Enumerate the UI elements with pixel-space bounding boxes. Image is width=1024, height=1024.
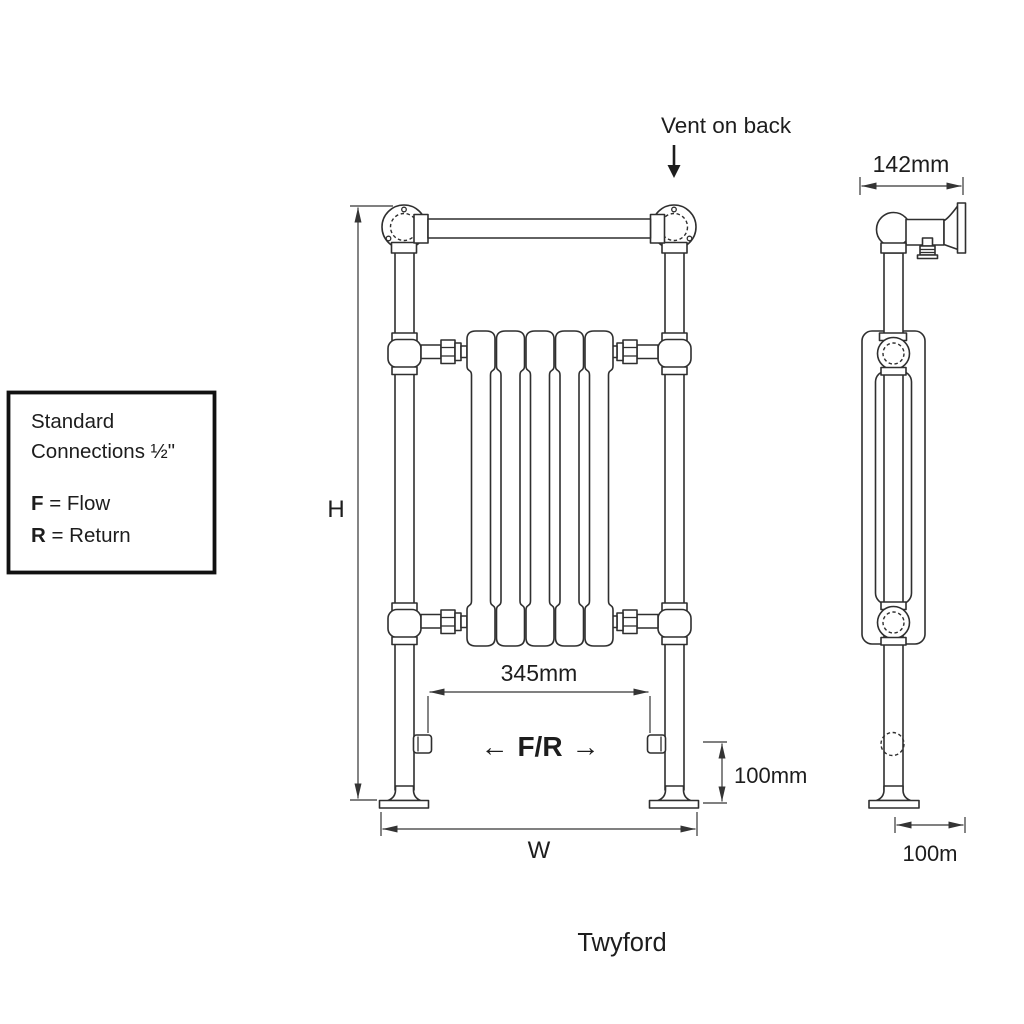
top-right-ball-joint [657,338,692,369]
radiator-column-2 [495,330,526,647]
bottom-left-union-ring [454,612,462,632]
depth-dim-label: 142mm [873,151,950,177]
front-right-flange-collar [661,241,688,254]
side-top-ball-knurl [882,342,905,365]
vent-annotation: Vent on back [661,113,792,178]
return-text: = Return [46,524,131,547]
side-foot-plate [868,799,920,809]
flange-screw-hole [686,235,693,242]
dimension-side-foot: 100m [894,817,966,866]
info-box: Standard Connections ½" F = Flow R = Ret… [6,390,217,575]
fr-label: F/R [517,731,562,762]
dimension-core-width: 345mm [427,660,651,733]
model-name: Twyford [577,929,666,957]
dimension-depth: 142mm [859,151,964,195]
top-left-collar [391,366,418,376]
top-left-stub-pipe [420,344,442,360]
flow-return-port-left [412,734,433,754]
air-vent-stem [921,237,934,247]
top-left-union-nut [440,339,456,365]
radiator-column-4 [554,330,585,647]
bottom-right-stub-pipe [636,613,659,629]
left-arrow-icon: ← [480,731,508,762]
front-view [378,204,700,809]
side-foot-flare [875,785,912,802]
radiator-column-1 [466,330,496,647]
bottom-right-union-nut [622,609,638,635]
bottom-right-union-ring [616,612,624,632]
return-key: R [31,524,46,547]
dimension-width: W [380,812,698,864]
top-right-union-nut [622,339,638,365]
side-bottom-collar [880,636,907,646]
front-right-foot-plate [648,799,700,809]
flange-screw-hole [401,206,407,213]
vent-label: Vent on back [661,113,792,138]
height-dim-label: H [327,496,344,523]
top-left-ball-joint [387,338,422,369]
bottom-right-ball-joint [657,608,692,639]
front-left-leg-pipe [394,242,415,791]
air-vent-body [919,245,936,256]
info-line-return: R = Return [31,524,131,547]
top-right-union-ring [616,342,624,362]
towel-bar-left-block [413,213,429,244]
side-view [861,202,967,809]
air-vent-base [916,254,939,260]
top-left-union-ring [460,345,468,359]
flow-text: = Flow [44,492,111,515]
width-dim-label: W [528,837,551,864]
bottom-left-stub-pipe [420,613,442,629]
side-foot-dim-label: 100m [902,841,957,866]
towel-bar-right-block [649,213,666,244]
info-box-border [6,390,217,575]
towel-bar [427,218,652,239]
connection-height-dim-label: 100mm [734,763,807,788]
flow-return-port-right [646,734,667,754]
bottom-left-union-ring [460,615,468,629]
radiator-column-5 [584,330,614,647]
side-elbow-collar [880,242,907,254]
front-left-foot-flare [387,785,422,802]
front-right-leg-pipe [664,242,685,791]
info-line-standard: Standard [31,410,114,433]
side-bottom-ball-knurl [882,611,905,634]
front-right-foot-flare [657,785,692,802]
flow-return-annotation: ← F/R → [480,731,599,762]
bottom-left-collar [391,636,418,646]
side-wall-plate [956,202,967,254]
radiator-column-3 [525,330,555,647]
dimension-connection-height: 100mm [703,741,807,804]
dimension-height: H [327,205,393,801]
side-port-hidden-circle [880,731,905,757]
info-line-flow: F = Flow [31,492,110,515]
side-wall-trumpet [943,204,959,251]
front-left-flange-collar [390,241,418,254]
info-line-connections: Connections ½" [31,440,175,463]
bottom-right-collar [661,636,688,646]
core-width-dim-label: 345mm [501,660,578,686]
side-top-collar [880,366,907,376]
top-right-stub-pipe [636,344,659,360]
flow-key: F [31,492,44,515]
down-arrow-head [667,165,681,178]
flange-screw-hole [671,206,677,213]
bottom-left-ball-joint [387,608,422,639]
front-left-foot-plate [378,799,430,809]
flange-screw-hole [385,235,392,242]
bottom-left-union-nut [440,609,456,635]
right-arrow-icon: → [572,731,600,762]
top-left-union-ring [454,342,462,362]
top-right-collar [661,366,688,376]
